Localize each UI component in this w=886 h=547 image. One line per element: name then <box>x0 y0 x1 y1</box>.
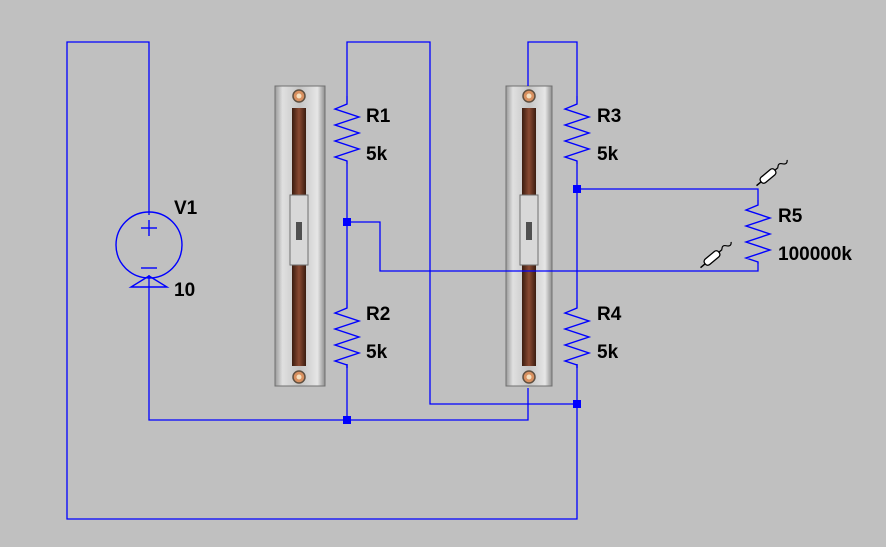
resistor-r2[interactable]: R2 5k <box>332 300 390 368</box>
resistor-r5-name: R5 <box>778 206 803 227</box>
resistor-r4-name: R4 <box>597 304 622 325</box>
voltage-source-v1-name: V1 <box>174 198 198 219</box>
voltage-source-v1[interactable]: V1 10 <box>115 198 198 301</box>
slide-potentiometer-right[interactable] <box>505 85 553 387</box>
voltage-probe-icon[interactable] <box>698 239 733 270</box>
resistor-r2-value: 5k <box>366 342 388 363</box>
wires <box>66 41 759 520</box>
resistor-r4[interactable]: R4 5k <box>562 300 622 368</box>
resistor-r1[interactable]: R1 5k <box>332 96 391 165</box>
wire-mid-left-to-r5 <box>347 221 759 272</box>
resistor-r2-name: R2 <box>366 304 390 325</box>
junction-node <box>573 400 581 408</box>
junctions <box>343 185 581 424</box>
junction-node <box>573 185 581 193</box>
resistor-r3[interactable]: R3 5k <box>562 96 621 165</box>
resistor-r4-value: 5k <box>597 342 619 363</box>
slide-potentiometer-left[interactable] <box>274 85 326 387</box>
wire-v1-bottom <box>148 275 529 421</box>
resistor-r1-value: 5k <box>366 144 388 165</box>
wire-v1-top-loop <box>66 41 578 520</box>
wire-mid-right-to-r5 <box>577 188 759 200</box>
voltage-source-v1-value: 10 <box>174 280 195 301</box>
wire-r1-top <box>346 41 577 405</box>
voltage-probe-icon[interactable] <box>754 157 789 188</box>
resistor-r5-value: 100000k <box>778 244 852 265</box>
junction-node <box>343 416 351 424</box>
junction-node <box>343 218 351 226</box>
wire-r3-top <box>527 41 578 96</box>
resistor-r3-value: 5k <box>597 144 619 165</box>
resistor-r1-name: R1 <box>366 106 391 127</box>
resistor-r3-name: R3 <box>597 106 621 127</box>
resistor-r5[interactable]: R5 100000k <box>743 200 852 265</box>
